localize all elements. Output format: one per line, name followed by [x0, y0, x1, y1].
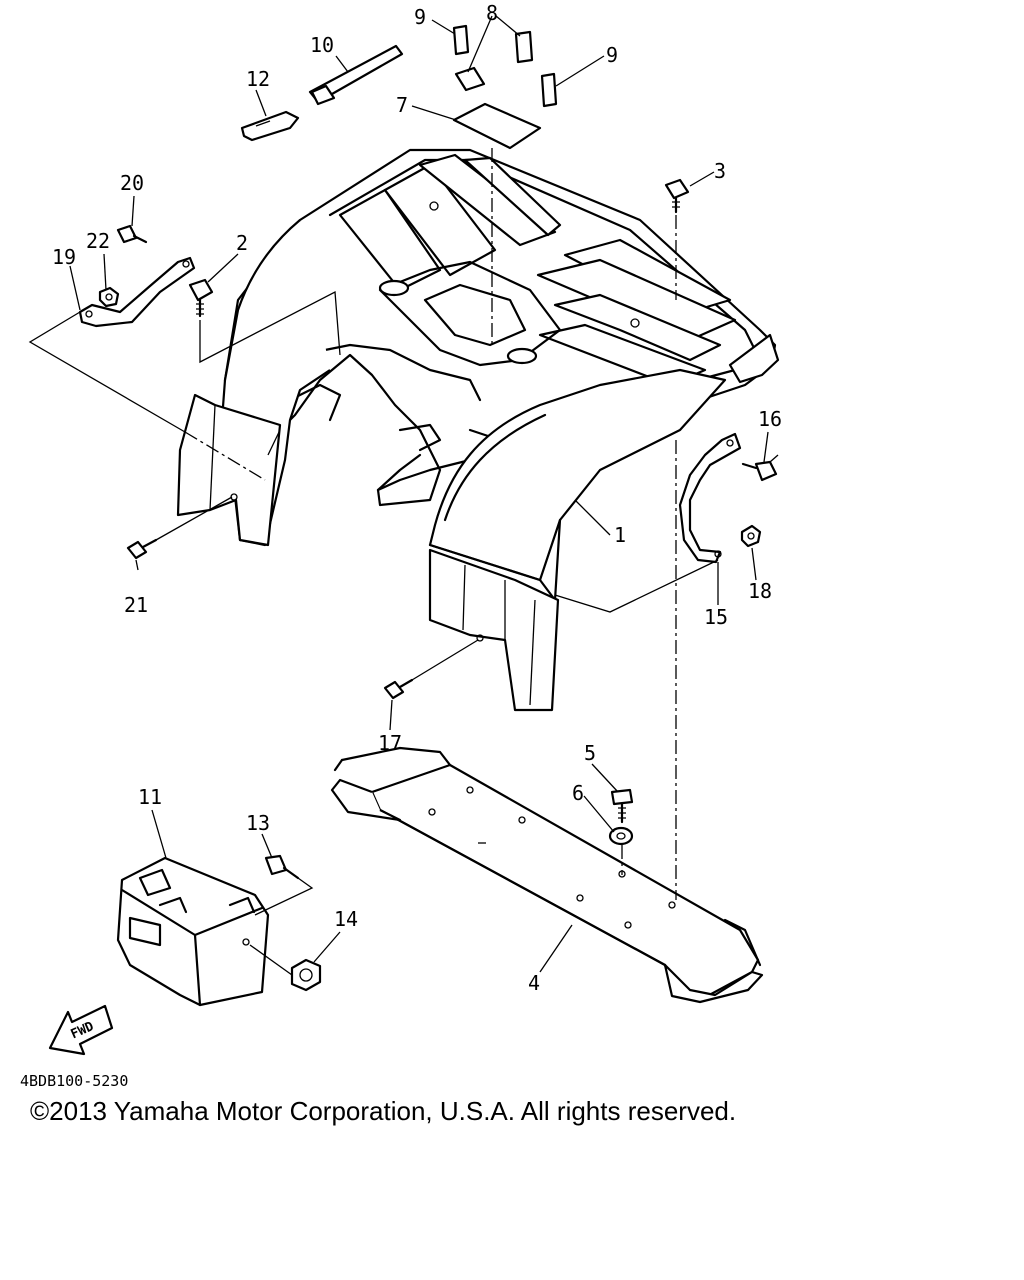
nut-14: [290, 958, 322, 992]
callout-17: 17: [378, 731, 402, 755]
callout-10: 10: [310, 33, 334, 57]
callout-18: 18: [748, 579, 772, 603]
bolt-21: [126, 538, 158, 560]
bolt-5: [610, 788, 634, 824]
rear-fender: [176, 148, 780, 712]
callout-6: 6: [572, 781, 584, 805]
bolt-16: [741, 460, 778, 482]
callout-20: 20: [120, 171, 144, 195]
nut-18: [740, 524, 762, 548]
callout-3: 3: [714, 159, 726, 183]
callout-11: 11: [138, 785, 162, 809]
callout-16: 16: [758, 407, 782, 431]
bolt-20: [116, 224, 148, 244]
clamp-12: [240, 110, 300, 142]
callout-13: 13: [246, 811, 270, 835]
callout-4: 4: [528, 971, 540, 995]
leader-lines: [28, 15, 779, 976]
damper-9-a: [452, 24, 470, 56]
nut-22: [98, 286, 120, 308]
callout-1: 1: [614, 523, 626, 547]
callout-7: 7: [396, 93, 408, 117]
callouts: 1 2 3 4 5 6 7 8 9 9 10 11 12 13 14 15 16…: [52, 1, 782, 995]
bolt-13: [264, 854, 300, 880]
callout-9-a: 9: [414, 5, 426, 29]
callout-19: 19: [52, 245, 76, 269]
carrier-plate: [330, 746, 764, 1004]
damper-8-a: [454, 66, 486, 92]
fwd-arrow-icon: FWD: [48, 1004, 114, 1056]
damper-9-b: [540, 72, 558, 108]
copyright-notice: ©2013 Yamaha Motor Corporation, U.S.A. A…: [30, 1096, 737, 1126]
tool-box: [116, 856, 270, 1007]
callout-2: 2: [236, 231, 248, 255]
callout-22: 22: [86, 229, 110, 253]
damper-8-b: [514, 30, 534, 64]
callout-9-b: 9: [606, 43, 618, 67]
drawing-code: 4BDB100-5230: [20, 1072, 129, 1090]
bolt-2: [188, 278, 214, 318]
callout-5: 5: [584, 741, 596, 765]
bracket-15: [678, 432, 742, 564]
callout-15: 15: [704, 605, 728, 629]
washer-6: [608, 826, 634, 846]
callout-12: 12: [246, 67, 270, 91]
bracket-19: [78, 256, 196, 328]
bolt-17: [383, 678, 414, 700]
callout-14: 14: [334, 907, 358, 931]
plate-7: [452, 102, 542, 150]
callout-8: 8: [486, 1, 498, 25]
callout-21: 21: [124, 593, 148, 617]
bolt-3: [664, 178, 690, 214]
band-10: [308, 44, 404, 106]
